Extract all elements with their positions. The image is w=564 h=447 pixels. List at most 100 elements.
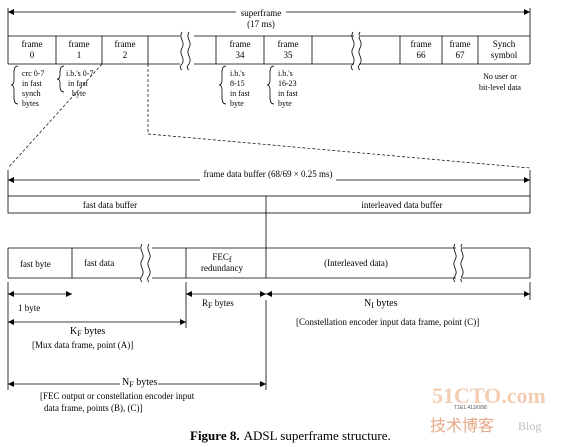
break-gap-top [354,35,359,37]
frame-34-note-line: i.b.'s [230,69,245,78]
frame-35-cell: frame 35 [278,39,299,60]
frame-0-note-line: bytes [22,99,39,108]
frame-2-label: frame [115,39,136,49]
frame-67-label: frame [450,39,471,49]
break-gap-top [456,247,461,249]
frame-1-note-line: i.b.'s 0-7 [66,69,93,78]
frame-buffer-arrow-right [524,177,530,183]
synch-label: Synch [493,39,516,49]
ni-arrow-left [266,291,272,297]
break-gap-bottom [456,277,461,279]
watermark-blog: Blog [518,419,541,433]
frame-66-num: 66 [417,50,427,60]
frame-1-label: frame [69,39,90,49]
synch-symbol-cell: Synch symbol [491,39,518,60]
data-row-break-right [453,243,464,283]
frame-0-num: 0 [30,50,35,60]
one-byte-arrow-left [8,291,14,297]
nf-label: NF bytes [122,377,157,389]
kf-dimension [7,300,187,328]
superframe-row [7,35,531,65]
frame-1-num: 1 [77,50,82,60]
frame-buffer-title-bg [200,174,336,184]
rf-arrow-right [260,291,266,297]
frame-0-label: frame [22,39,43,49]
figure-caption: Figure 8.ADSL superframe structure. [190,428,391,443]
figure-code: T1E1.413/0/98 [454,405,487,411]
frame-0-note-line: in fast [22,79,43,88]
superframe-break-left [179,31,191,71]
kf-arrow-right [180,319,186,325]
one-byte-dimension [7,282,72,300]
one-byte-arrow-right [66,291,72,297]
frame-1-cell: frame 1 [69,39,90,60]
frame-buffer-arrow-left [8,177,14,183]
superframe-duration: (17 ms) [247,19,275,29]
superframe-arrow-right [524,9,530,15]
frame-67-cell: frame 67 [450,39,471,60]
rf-label: RF bytes [202,298,234,310]
nf-arrow-right [260,381,266,387]
fast-data-cell: fast data [84,258,114,268]
data-row-break-left [140,243,151,283]
frame-1-notes: i.b.'s 0-7 in fast byte [66,69,93,98]
break-gap-bottom [354,63,359,65]
frame-34-num: 34 [236,50,246,60]
superframe-title: superframe [241,8,281,18]
kf-note: [Mux data frame, point (A)] [32,340,133,350]
frame-66-label: frame [411,39,432,49]
frame-67-num: 67 [456,50,466,60]
buffer-data-row [7,213,531,279]
fec-redundancy-label: redundancy [201,263,243,273]
rf-dimension [185,282,266,300]
interleaved-data-cell: (Interleaved data) [324,258,388,268]
frame-34-note-line: byte [230,99,244,108]
frame-35-note-line: 16-23 [278,79,297,88]
frame-35-num: 35 [284,50,294,60]
frame-2-num: 2 [123,50,128,60]
watermark-brand: 51CTO.com [432,383,546,408]
synch-note-line: No user or [483,72,517,81]
fast-buffer-title: fast data buffer [83,200,137,210]
frame-35-note-line: byte [278,99,292,108]
frame-35-label: frame [278,39,299,49]
superframe-break-right [350,31,362,71]
frame-34-notes: i.b.'s 8-15 in fast byte [230,69,251,108]
frame-66-cell: frame 66 [411,39,432,60]
nf-note-line1: [FEC output or constellation encoder inp… [40,391,195,401]
ni-note: [Constellation encoder input data frame,… [296,317,479,327]
frame-34-label: frame [230,39,251,49]
synch-note-line: bit-level data [479,83,521,92]
watermark-chinese: 技术博客 [430,417,494,435]
frame-0-note-line: crc 0-7 [22,69,44,78]
kf-label: KF bytes [70,326,105,338]
frame-0-cell: frame 0 [22,39,43,60]
frame-35-note-line: in fast [278,89,299,98]
rf-arrow-left [186,291,192,297]
nf-note-line2: data frame, points (B), (C)] [44,403,142,413]
fec-cell-label: FECf [212,252,232,264]
ni-label: NI bytes [364,298,398,310]
frame-1-note-line: in fast [68,79,89,88]
superframe-arrow-left [8,9,14,15]
buffer-header-box [7,195,531,214]
frame-1-note-line: byte [72,89,86,98]
interleaved-buffer-title: interleaved data buffer [361,200,442,210]
note-braces [10,65,275,105]
synch-notes: No user or bit-level data [479,72,521,92]
nf-arrow-left [8,381,14,387]
synch-num: symbol [491,50,518,60]
fast-byte-cell: fast byte [20,259,51,269]
frame-buffer-title: frame data buffer (68/69 × 0.25 ms) [203,169,332,179]
frame-35-note-line: i.b.'s [278,69,293,78]
frame-2-expansion-lines [7,63,531,169]
one-byte-label: 1 byte [18,303,40,313]
watermark-logo: 51CTO.com 技术博客 Blog [430,383,546,435]
frame-2-cell: frame 2 [115,39,136,60]
ni-dimension [266,282,531,300]
frame-35-notes: i.b.'s 16-23 in fast byte [278,69,299,108]
frame-34-note-line: in fast [230,89,251,98]
kf-arrow-left [8,319,14,325]
frame-34-note-line: 8-15 [230,79,245,88]
